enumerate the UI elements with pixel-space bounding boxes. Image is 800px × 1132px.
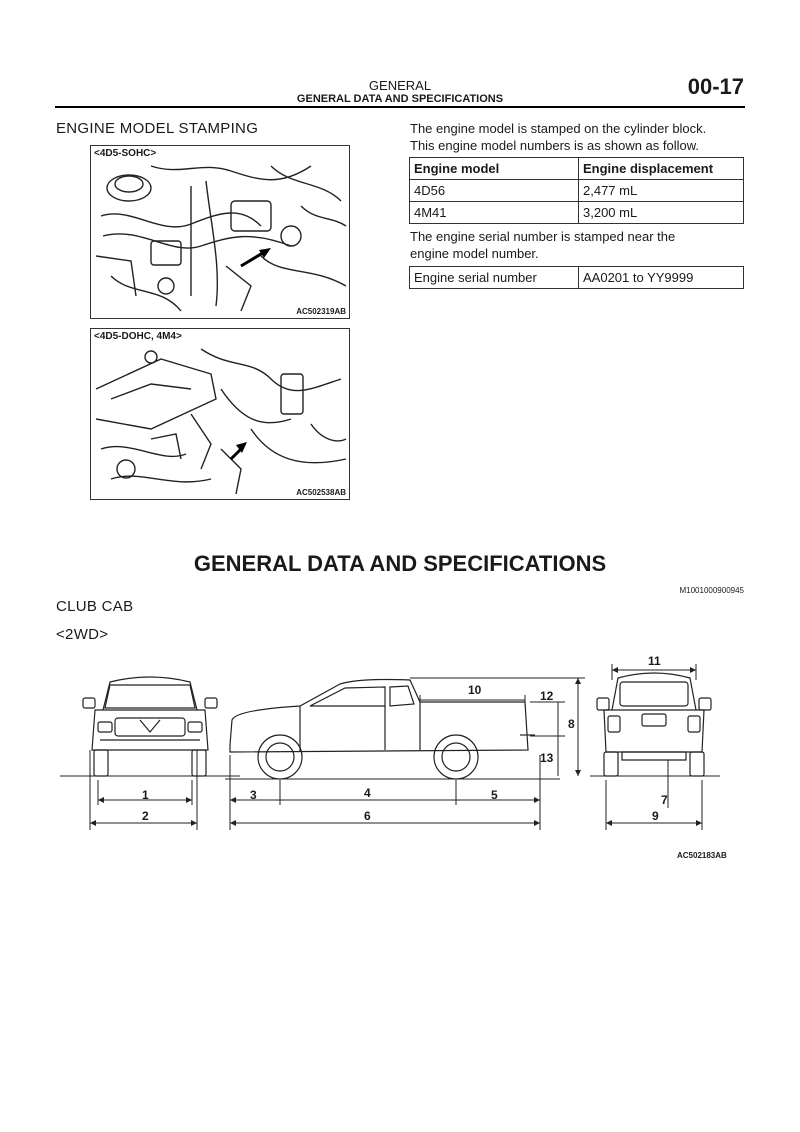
table-row: 4D56 2,477 mL: [409, 179, 744, 202]
front-view-vehicle: [82, 676, 218, 777]
dimension-label: 11: [648, 654, 661, 668]
table-cell: 3,200 mL: [578, 201, 744, 224]
vehicle-figure-code: AC502183AB: [677, 851, 727, 860]
engine-model-table: Engine model Engine displacement 4D56 2,…: [409, 157, 744, 224]
dimension-label: 10: [468, 683, 482, 697]
dimension-label: 7: [661, 793, 668, 807]
running-header-title: GENERAL: [368, 78, 432, 93]
rear-view-vehicle: [596, 672, 712, 777]
dimension-label: 2: [142, 809, 149, 823]
engine-model-intro: The engine model is stamped on the cylin…: [410, 120, 750, 154]
engine-illustration-sohc: [95, 165, 347, 312]
table-header-cell: Engine model: [409, 157, 579, 180]
engine-figure-dohc: <4D5-DOHC, 4M4> AC502538AB: [90, 328, 350, 500]
figure-code-dohc: AC502538AB: [296, 488, 346, 497]
dimension-label: 9: [652, 809, 659, 823]
document-code: M1001000900945: [679, 586, 744, 595]
table-cell: 4M41: [409, 201, 579, 224]
engine-figure-sohc: <4D5-SOHC> AC502319AB: [90, 145, 350, 319]
serial-number-table: Engine serial number AA0201 to YY9999: [409, 266, 744, 289]
intro-line: This engine model numbers is as shown as…: [410, 138, 700, 153]
table-row: 4M41 3,200 mL: [409, 201, 744, 224]
figure-label-sohc: <4D5-SOHC>: [94, 148, 157, 159]
serial-number-intro: The engine serial number is stamped near…: [410, 228, 750, 262]
engine-illustration-dohc: [95, 348, 347, 495]
intro-line: The engine serial number is stamped near…: [410, 229, 676, 244]
running-header-subtitle: GENERAL DATA AND SPECIFICATIONS: [296, 93, 504, 105]
table-cell: 4D56: [409, 179, 579, 202]
intro-line: engine model number.: [410, 246, 539, 261]
dimension-label: 4: [364, 786, 371, 800]
dimension-label: 1: [142, 788, 149, 802]
dimension-label: 8: [568, 717, 575, 731]
intro-line: The engine model is stamped on the cylin…: [410, 121, 707, 136]
table-cell: Engine serial number: [409, 266, 579, 289]
table-cell: AA0201 to YY9999: [578, 266, 744, 289]
vehicle-dimensions-figure: [60, 664, 720, 830]
table-header-cell: Engine displacement: [578, 157, 744, 180]
dimension-label: 12: [540, 689, 554, 703]
dimension-label: 3: [250, 788, 257, 802]
side-view-vehicle: [229, 678, 535, 780]
table-row: Engine serial number AA0201 to YY9999: [409, 266, 744, 289]
table-header-row: Engine model Engine displacement: [409, 157, 744, 180]
dimension-label: 5: [491, 788, 498, 802]
table-cell: 2,477 mL: [578, 179, 744, 202]
dimension-label: 6: [364, 809, 371, 823]
header-rule: [55, 106, 745, 108]
section-title: GENERAL DATA AND SPECIFICATIONS: [193, 551, 607, 576]
dimension-label: 13: [540, 751, 554, 765]
figure-label-dohc: <4D5-DOHC, 4M4>: [94, 331, 182, 342]
drive-type-heading: <2WD>: [56, 626, 109, 643]
club-cab-heading: CLUB CAB: [56, 598, 134, 615]
page-number: 00-17: [687, 74, 744, 99]
figure-code-sohc: AC502319AB: [296, 307, 346, 316]
engine-stamping-heading: ENGINE MODEL STAMPING: [56, 120, 259, 137]
